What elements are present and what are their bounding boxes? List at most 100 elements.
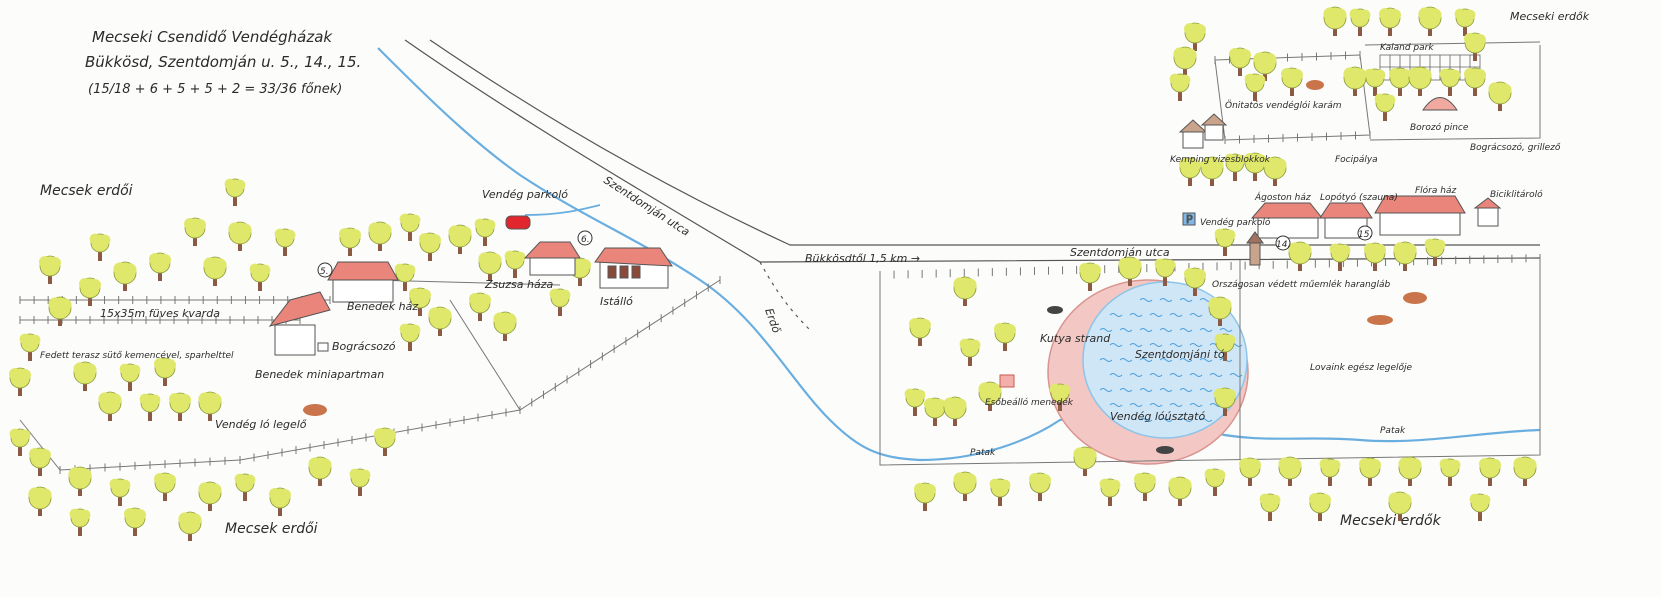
wave-mark [1219, 328, 1233, 332]
dog-beach-label: Kutya strand [1040, 332, 1111, 345]
house-number-14: 14. [1276, 240, 1290, 250]
wave-mark [1149, 343, 1163, 347]
tree-icon [1049, 383, 1071, 411]
tree-icon [1469, 493, 1491, 521]
tree-icon [1408, 66, 1432, 96]
pasture-label: Vendég ló legelő [215, 418, 307, 431]
wave-mark [1159, 358, 1173, 362]
tree-icon [1214, 333, 1236, 361]
tree-icon [1073, 446, 1097, 476]
river-branch [524, 204, 601, 216]
tree-icon [1479, 457, 1501, 486]
tree-icon [28, 486, 52, 516]
tree-icon [1464, 32, 1486, 61]
tree-icon [1154, 258, 1176, 286]
wave-mark [1199, 358, 1213, 362]
river [377, 47, 1541, 462]
tree-icon [1214, 228, 1236, 256]
tree-icon [19, 333, 41, 361]
zsuzsa-house-label: Zsuzsa háza [484, 278, 553, 291]
tree-icon [409, 287, 431, 316]
horse-swim-label: Vendég lóúsztató [1110, 410, 1205, 423]
tree-icon [374, 427, 396, 456]
wave-mark [1129, 313, 1143, 317]
tree-icon [224, 178, 246, 206]
tree-icon [1379, 7, 1401, 36]
tree-icon [1184, 267, 1206, 296]
tree-icon [909, 317, 931, 346]
tree-icon [339, 227, 361, 256]
tree-icon [368, 221, 392, 251]
flora-house-label: Flóra ház [1415, 185, 1456, 196]
tree-icon [113, 261, 137, 291]
tree-icon [924, 397, 946, 426]
wave-mark [1149, 403, 1163, 407]
wave-mark [1169, 313, 1183, 317]
camping-blocks [1178, 113, 1228, 149]
tree-icon [1488, 81, 1512, 111]
tree-icon [1229, 47, 1251, 76]
street-label-horizontal: Szentdomján utca [1070, 246, 1170, 259]
wave-mark [1159, 388, 1173, 392]
wave-mark [1179, 418, 1193, 422]
tree-icon [9, 367, 31, 396]
tree-icon [1329, 243, 1351, 271]
zsuzsa-house [523, 241, 581, 276]
tree-icon [419, 232, 441, 261]
title-line-1: Mecseki Csendidő Vendégházak [92, 28, 333, 46]
tree-icon [1259, 493, 1281, 521]
tree-icon [98, 391, 122, 421]
tree-icon [1099, 478, 1121, 506]
wave-mark [1099, 328, 1113, 332]
tree-icon [953, 276, 977, 306]
house-number-6: 6. [581, 235, 590, 245]
wave-mark [1149, 313, 1163, 317]
tree-icon [154, 472, 176, 501]
tree-icon [493, 311, 517, 341]
flora-house [1374, 195, 1466, 236]
wave-mark [1199, 328, 1213, 332]
parking-label-right: Vendég parkoló [1200, 217, 1271, 228]
parking-label-left: Vendég parkoló [482, 188, 568, 201]
tree-icon [1389, 67, 1411, 96]
tree-icon [1439, 68, 1461, 96]
wave-mark [1169, 403, 1183, 407]
tree-icon [399, 323, 421, 351]
tree-icon [1454, 8, 1476, 36]
wave-mark [1109, 373, 1123, 377]
tree-icon [269, 487, 291, 516]
buildings: P [268, 97, 1502, 388]
tree-icon [203, 256, 227, 286]
tree-icon [68, 466, 92, 496]
tree-icon [1349, 8, 1371, 36]
forest-label-left-top: Mecsek erdői [40, 183, 133, 199]
tree-icon [149, 252, 171, 281]
tree-icon [29, 447, 51, 476]
tree-icon [139, 393, 161, 421]
tree-icon [1364, 242, 1386, 271]
tree-icon [1029, 472, 1051, 501]
tree-icon [198, 481, 222, 511]
title-line-3: (15/18 + 6 + 5 + 5 + 2 = 33/36 főnek) [88, 82, 342, 97]
tree-icon [1169, 73, 1191, 101]
tree-icon [1208, 296, 1232, 326]
tree-icon [119, 363, 141, 391]
wave-mark [1169, 373, 1183, 377]
wave-mark [1159, 418, 1173, 422]
stable-label: Istálló [600, 295, 633, 308]
bell-tower [1246, 231, 1264, 266]
horse-yard-label: Önitatós vendéglói karám [1225, 100, 1342, 111]
benedek-miniapartment [268, 291, 331, 356]
bukkosd-direction: Bükkösdtől 1,5 km → [805, 252, 920, 265]
terrace-label: Fedett terasz sütő kemencével, sparheltt… [40, 350, 234, 361]
tree-icon [89, 233, 111, 261]
tree-icon [1319, 458, 1341, 486]
benedek-mini-label: Benedek miniapartman [255, 368, 384, 381]
shelter-label: Esőbeálló menedék [985, 397, 1074, 408]
tree-icon [1418, 6, 1442, 36]
wave-mark [1199, 388, 1213, 392]
wave-mark [1189, 403, 1203, 407]
wave-mark [1179, 388, 1193, 392]
tree-icon [959, 338, 981, 366]
tree-icon [1359, 457, 1381, 486]
